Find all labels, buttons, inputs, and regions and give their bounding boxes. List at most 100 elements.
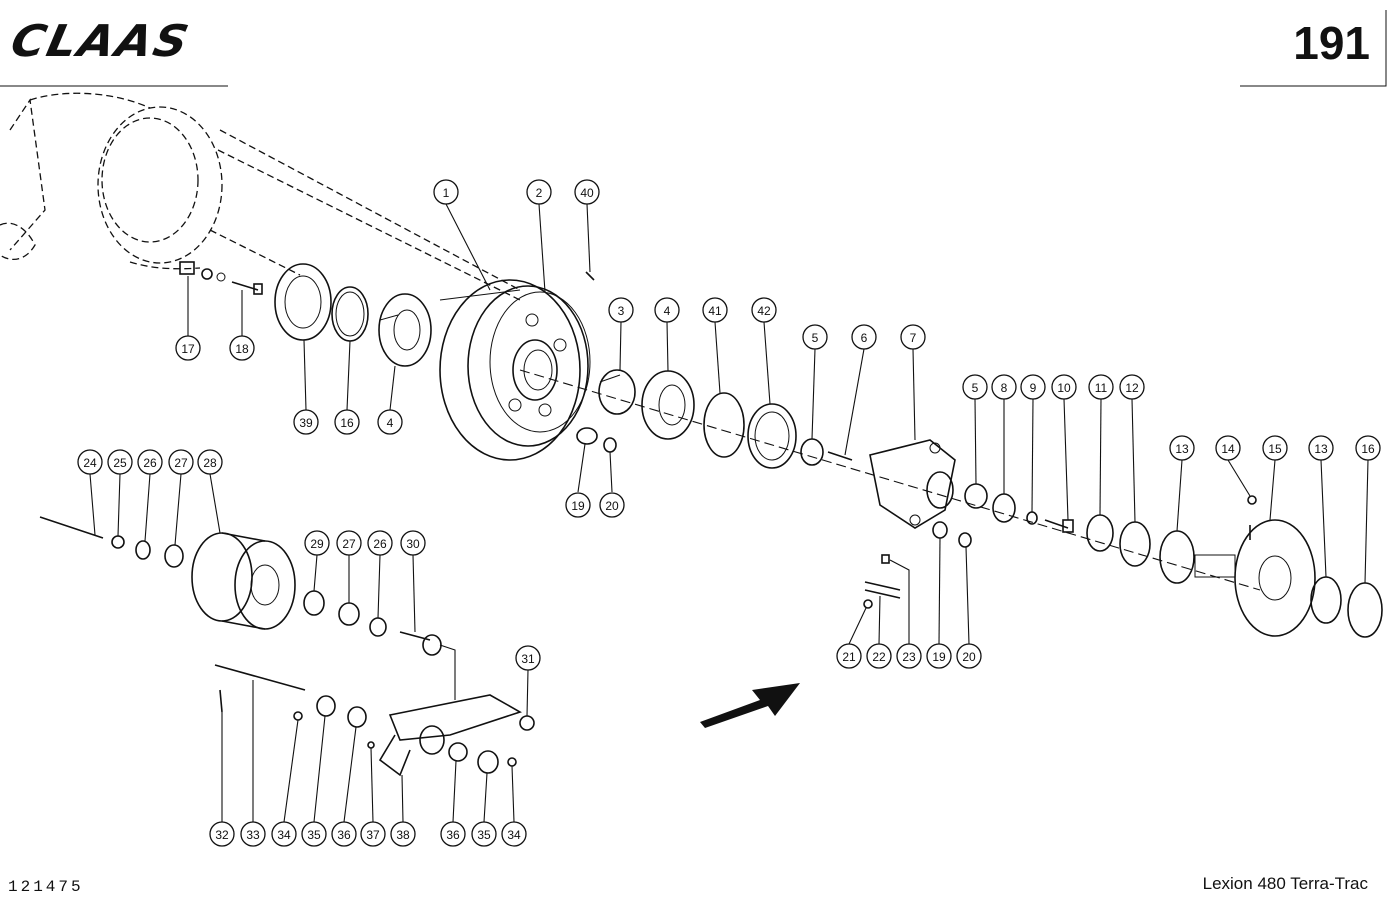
callout-balloon (1088, 374, 1114, 400)
callout-37: 37 (360, 821, 386, 847)
callout-balloon (331, 821, 357, 847)
callout-31: 31 (515, 645, 541, 671)
callout-42: 42 (751, 297, 777, 323)
callout-balloon (515, 645, 541, 671)
callout-label: 20 (605, 499, 619, 513)
ring-16 (331, 286, 369, 342)
pulley-28 (191, 532, 296, 630)
page-number: 191 (1293, 17, 1370, 69)
callout-19: 19 (565, 492, 591, 518)
ring-13a (1159, 530, 1195, 584)
callout-balloon (336, 530, 362, 556)
callout-balloon (197, 449, 223, 475)
header-rule-right (1240, 10, 1387, 87)
callout-6: 6 (851, 324, 877, 350)
bolt-24 (39, 516, 104, 539)
callout-32: 32 (209, 821, 235, 847)
callout-27: 27 (168, 449, 194, 475)
callout-balloon (471, 821, 497, 847)
callout-label: 17 (181, 342, 195, 356)
callout-balloon (175, 335, 201, 361)
callout-balloon (836, 643, 862, 669)
callout-35: 35 (301, 821, 327, 847)
direction-arrow (700, 683, 800, 728)
callout-label: 40 (580, 186, 594, 200)
callout-label: 21 (842, 650, 856, 664)
callout-label: 1 (443, 186, 450, 200)
tension-arm (214, 664, 522, 777)
callout-19: 19 (926, 643, 952, 669)
callout-24: 24 (77, 449, 103, 475)
callout-balloon (360, 821, 386, 847)
callout-5: 5 (962, 374, 988, 400)
document-number: 121475 (8, 878, 84, 896)
callout-28: 28 (197, 449, 223, 475)
callout-label: 31 (521, 652, 535, 666)
callout-label: 26 (143, 456, 157, 470)
bushing-5b (964, 483, 988, 509)
callout-label: 16 (340, 416, 354, 430)
callout-balloon (1119, 374, 1145, 400)
callout-16: 16 (334, 409, 360, 435)
callout-balloon (702, 297, 728, 323)
callout-label: 28 (203, 456, 217, 470)
callout-balloon (77, 449, 103, 475)
callout-9: 9 (1020, 374, 1046, 400)
machine-model: Lexion 480 Terra-Trac (1202, 874, 1368, 893)
callout-30: 30 (400, 530, 426, 556)
ring-20a (603, 437, 617, 453)
ring-13b (1310, 576, 1342, 624)
callout-label: 12 (1125, 381, 1139, 395)
callout-balloon (390, 821, 416, 847)
ring-26 (135, 540, 151, 560)
seal-39 (274, 263, 332, 341)
callout-27: 27 (336, 530, 362, 556)
callout-label: 30 (406, 537, 420, 551)
callout-balloon (229, 335, 255, 361)
callout-balloon (107, 449, 133, 475)
callout-22: 22 (866, 643, 892, 669)
callout-23: 23 (896, 643, 922, 669)
seal-42 (747, 403, 797, 469)
ring-12 (1119, 521, 1151, 567)
callout-label: 11 (1095, 381, 1108, 395)
callout-36: 36 (331, 821, 357, 847)
callout-label: 15 (1268, 442, 1282, 456)
bolt-30 (399, 631, 442, 656)
callout-balloon (440, 821, 466, 847)
callout-39: 39 (293, 409, 319, 435)
callout-label: 29 (310, 537, 324, 551)
callout-label: 4 (387, 416, 394, 430)
callout-balloon (137, 449, 163, 475)
callout-balloon (1169, 435, 1195, 461)
callout-label: 25 (113, 456, 127, 470)
callout-balloon (896, 643, 922, 669)
callout-41: 41 (702, 297, 728, 323)
callout-label: 23 (902, 650, 916, 664)
callout-label: 22 (872, 650, 886, 664)
callout-leaders (89, 203, 1369, 823)
callout-11: 11 (1088, 374, 1114, 400)
ring-11 (1086, 514, 1114, 552)
callout-balloon (956, 643, 982, 669)
callout-38: 38 (390, 821, 416, 847)
callout-label: 36 (446, 828, 460, 842)
callout-label: 19 (932, 650, 946, 664)
callout-balloon (209, 821, 235, 847)
callout-label: 35 (307, 828, 321, 842)
callout-label: 20 (962, 650, 976, 664)
callout-label: 9 (1030, 381, 1037, 395)
callout-label: 32 (215, 828, 229, 842)
callout-label: 42 (757, 304, 771, 318)
callout-12: 12 (1119, 374, 1145, 400)
callout-label: 3 (618, 304, 625, 318)
callout-balloon (1051, 374, 1077, 400)
callout-balloon (802, 324, 828, 350)
callout-label: 35 (477, 828, 491, 842)
bushing-5a (800, 438, 824, 466)
callout-label: 4 (664, 304, 671, 318)
bearing-4 (378, 293, 432, 367)
